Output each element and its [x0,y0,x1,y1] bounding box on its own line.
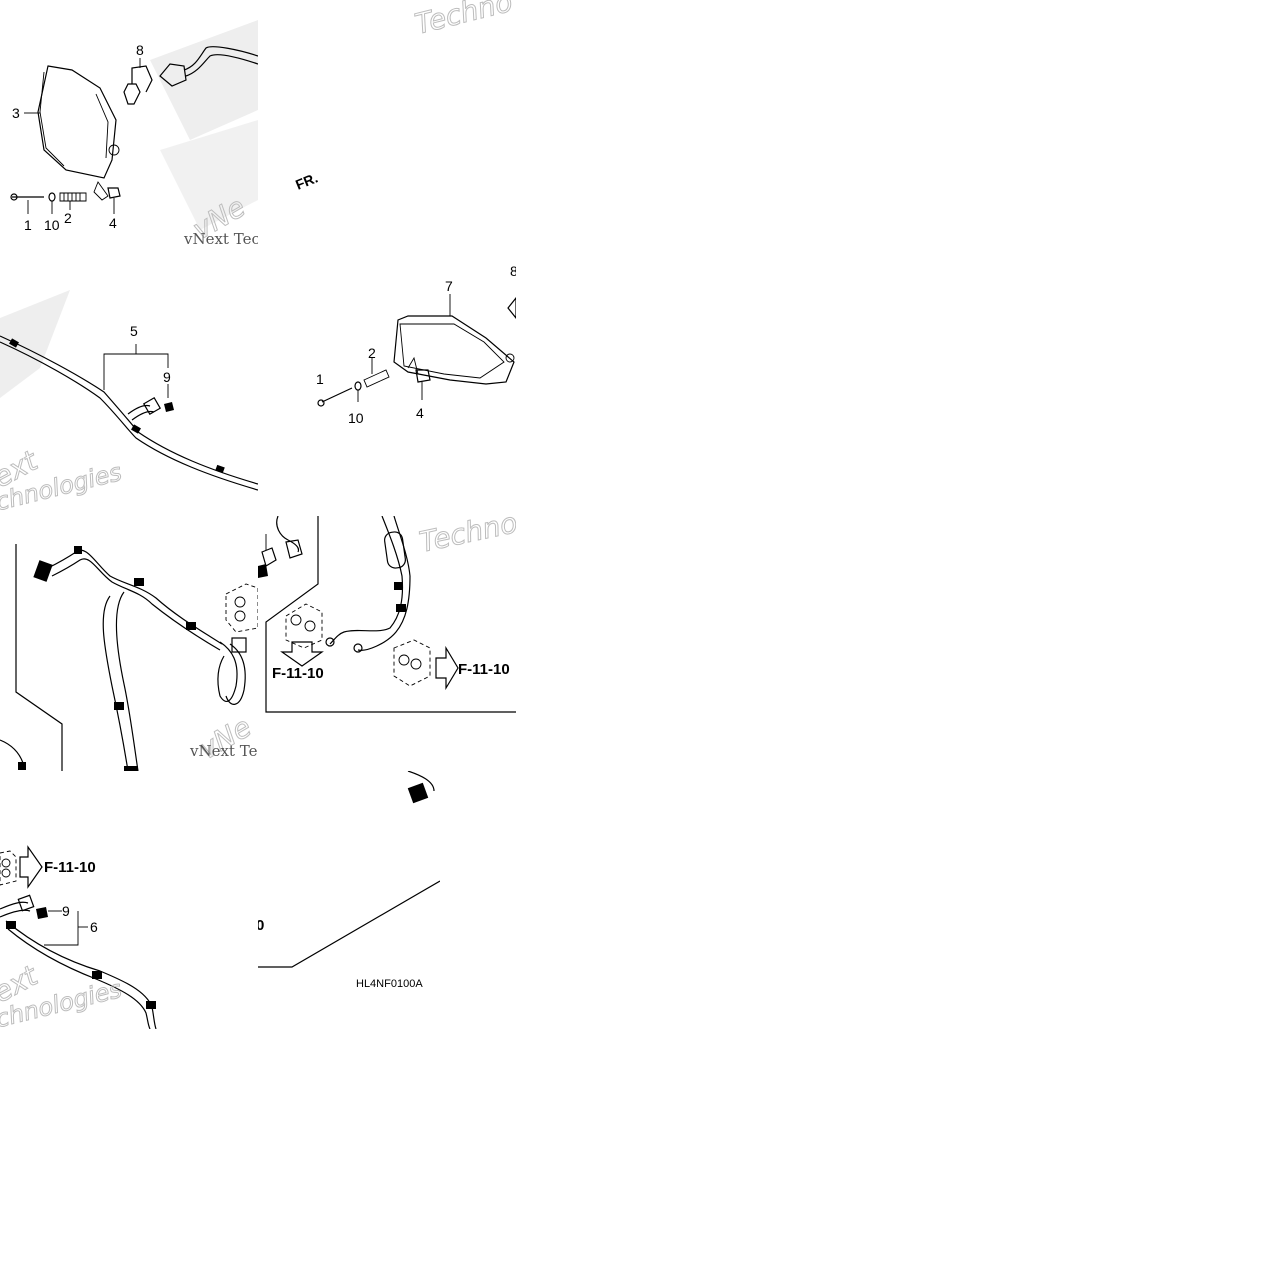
callout-4: 4 [109,215,117,231]
watermark-techno: Techno [412,0,516,41]
panel-outline [15,544,63,771]
wing-logo-watermark [0,290,70,398]
tile-headlight-right: 7 8 2 1 10 4 [258,258,516,516]
callout-1: 1 [24,217,32,233]
connector-lead [407,771,435,792]
tile-harness-upper: ologies 5 9 ext chnologies [0,258,258,516]
harness-lower [0,894,157,1029]
headlight-housing [393,297,516,385]
callout-1: 1 [316,371,324,387]
callout-2: 2 [64,210,72,226]
headlight-lens [37,65,120,201]
reference-f-11-10-c: F-11-10 [44,859,96,876]
callout-10: 10 [348,410,364,426]
callout-6: 6 [90,919,98,935]
callout-2: 2 [368,345,376,361]
callout-3: 3 [12,105,20,121]
callout-7: 7 [445,278,453,294]
tile-harness-lower: ologies F-11-10 9 [0,771,258,1029]
bulb-socket-2 [258,516,303,578]
tile-harness-routing-left: vNe vNext Tec [0,516,258,771]
callout-9: 9 [62,903,70,919]
callout-5: 5 [130,323,138,339]
panel-outline-bottom [258,880,440,968]
harness-upper [0,335,258,491]
panel-outline-right [265,516,516,713]
reference-arrow-icon [0,845,43,889]
tile-harness-routing-right: F-11-10 F-11-10 Technologies [258,516,516,771]
watermark-technologies: Technologies [417,516,516,559]
callout-10: 10 [44,217,60,233]
grommet-detail [225,583,258,633]
reference-arrow-icon [280,603,324,667]
reference-f-11-10-a: F-11-10 [272,665,324,682]
tile-harness-upper-drawing: ologies 5 9 ext chnologies [0,290,258,516]
bracket-5 [103,353,169,390]
watermark-vnext-tec: vNext Tec [183,230,258,248]
connector-plug [407,782,429,804]
bracket-6 [44,911,79,946]
tile-top-right: FR. Techno [258,0,516,258]
callout-8-partial: 8 [510,263,516,279]
tile-top-right-drawing: FR. Techno [293,0,516,193]
adjuster-hardware-2 [317,294,451,407]
callout-9: 9 [163,369,171,385]
reference-f-11-10-b: F-11-10 [458,661,510,678]
wing-logo-watermark [150,20,258,230]
tile-harness-routing-left-drawing: vNe vNext Tec [0,544,258,771]
harness-routing [0,546,247,771]
adjuster-hardware [10,112,121,214]
tile-bottom-right: 0 HL4NF0100A [258,771,440,1029]
tile-headlight-right-drawing: 7 8 2 1 10 4 [316,263,516,426]
diagram-code: HL4NF0100A [356,978,423,990]
harness-rear [325,516,411,653]
tile-bottom-right-drawing: 0 HL4NF0100A [258,771,440,990]
tile-harness-routing-right-drawing: F-11-10 F-11-10 Technologies [258,516,516,713]
tile-headlight-left: 8 3 1 10 2 4 vNe vNext Tec [0,0,258,258]
bulb-and-socket [123,46,258,105]
front-label: FR. [293,169,320,192]
watermark-vnext-tec-2: vNext Tec [189,742,258,760]
callout-4: 4 [416,405,424,421]
reference-arrow-icon [393,639,459,691]
tile-harness-lower-drawing: ologies F-11-10 9 [0,845,157,1029]
callout-8: 8 [136,42,144,58]
reference-partial: 0 [258,917,264,934]
tile-headlight-left-drawing: 8 3 1 10 2 4 vNe vNext Tec [10,20,258,248]
